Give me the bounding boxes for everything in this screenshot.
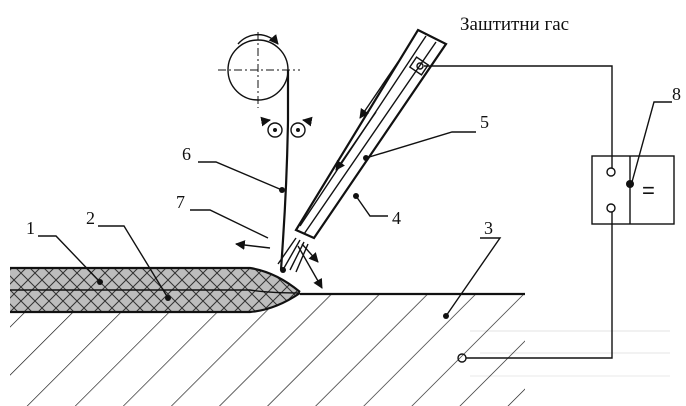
circuit-wiring — [424, 65, 613, 363]
label-2: 2 — [86, 208, 95, 228]
label-1: 1 — [26, 218, 35, 238]
filler-wire — [279, 70, 290, 271]
shielding-gas-label: Заштитни гас — [460, 14, 569, 35]
power-source: = — [591, 155, 675, 225]
label-4: 4 — [392, 208, 401, 228]
arc-zone — [235, 237, 323, 289]
label-5: 5 — [480, 112, 489, 132]
label-6: 6 — [182, 144, 191, 164]
scan-background-artifacts — [470, 330, 670, 377]
welding-torch — [294, 28, 448, 240]
leader-lines — [38, 101, 672, 319]
feed-rollers — [260, 116, 313, 138]
label-8: 8 — [672, 84, 681, 104]
label-7: 7 — [176, 192, 185, 212]
cladding-layer — [10, 266, 301, 314]
power-source-symbol: = — [642, 178, 655, 203]
label-3: 3 — [484, 218, 493, 238]
